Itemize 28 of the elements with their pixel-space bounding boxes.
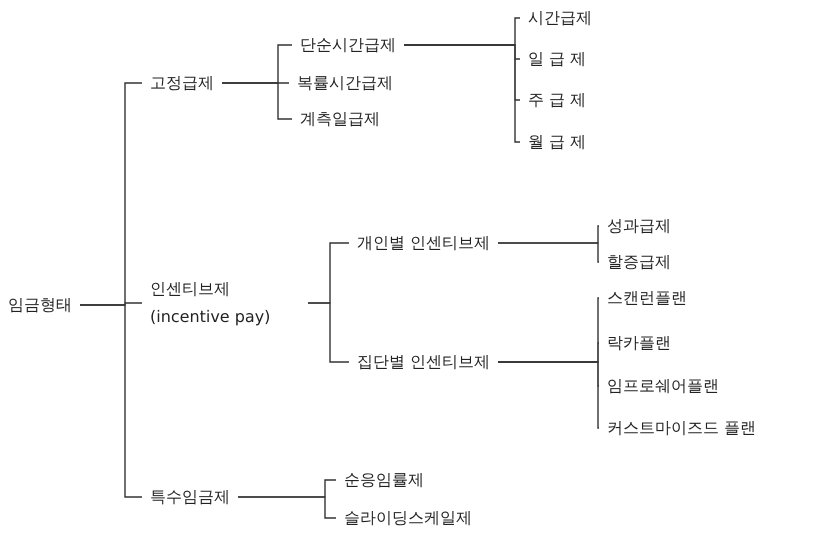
category-label: 할증급제 xyxy=(599,248,679,276)
category-label: 집단별 인센티브제 xyxy=(349,348,498,376)
category-label: 일 급 제 xyxy=(520,45,594,73)
connector-line xyxy=(498,361,600,429)
connector-line xyxy=(238,496,336,519)
category-label: 락카플랜 xyxy=(599,329,679,357)
category-label: 임프로쉐어플랜 xyxy=(599,372,727,400)
category-label: 순응임률제 xyxy=(336,466,432,494)
category-label: 슬라이딩스케일제 xyxy=(336,504,480,532)
category-label: 스캔런플랜 xyxy=(599,284,695,312)
category-label: 단순시간급제 xyxy=(292,31,404,59)
category-label: 특수임금제 xyxy=(142,483,238,511)
category-label: 고정급제 xyxy=(142,69,222,97)
category-label: 임금형태 xyxy=(0,291,80,319)
category-label: 월 급 제 xyxy=(520,128,594,156)
connector-line xyxy=(308,302,349,363)
category-label: 복률시간급제 xyxy=(289,69,401,97)
category-label: 성과급제 xyxy=(599,212,679,240)
category-label: 시간급제 xyxy=(520,4,600,32)
connector-line xyxy=(498,242,600,263)
category-label: 인센티브제 (incentive pay) xyxy=(142,275,308,331)
category-label: 커스트마이즈드 플랜 xyxy=(599,414,764,442)
connector-line xyxy=(404,44,520,143)
category-label: 주 급 제 xyxy=(520,86,594,114)
category-label: 개인별 인센티브제 xyxy=(349,229,498,257)
category-label: 계측일급제 xyxy=(292,105,388,133)
connector-line xyxy=(80,304,142,498)
connector-line xyxy=(222,82,292,120)
